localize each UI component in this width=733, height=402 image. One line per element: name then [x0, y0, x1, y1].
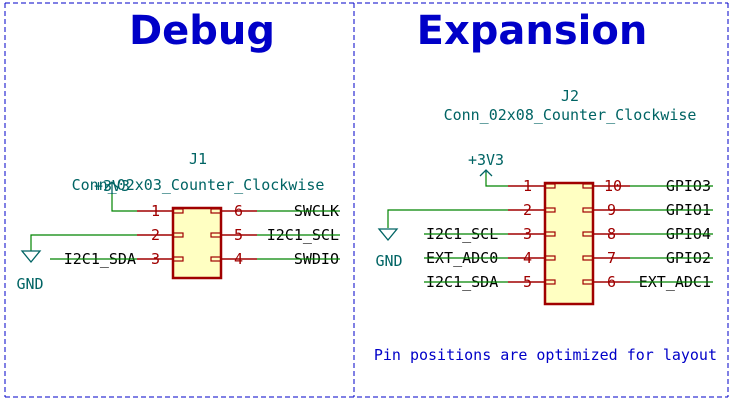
expansion-title: Expansion — [417, 8, 648, 54]
j2-pin-number: 5 — [523, 273, 532, 291]
j2-contact — [544, 279, 556, 285]
j2-contact — [582, 231, 594, 237]
j2-contact — [544, 207, 556, 213]
j1-value: Conn_02x03_Counter_Clockwise — [72, 176, 325, 194]
j1-pin-number: 5 — [234, 226, 243, 244]
j2-contact — [544, 255, 556, 261]
j2-connector[interactable]: J2 Conn_02x08_Counter_Clockwise 1 2 3 4 … — [375, 87, 713, 306]
j2-gnd-label: GND — [375, 252, 402, 270]
j1-contact — [210, 208, 222, 214]
j2-contact — [582, 279, 594, 285]
j1-gnd-label: GND — [16, 275, 43, 293]
j1-power-symbol — [105, 181, 119, 194]
j1-pin1-wire — [111, 193, 137, 212]
j1-connector[interactable]: J1 Conn_02x03_Counter_Clockwise 1 2 3 6 … — [16, 150, 340, 293]
j1-contact — [210, 256, 222, 262]
j1-ground-symbol — [20, 250, 42, 264]
j1-pin-number: 4 — [234, 250, 243, 268]
j2-pin1-wire — [485, 172, 508, 187]
debug-title: Debug — [129, 8, 275, 54]
j2-body — [543, 181, 595, 306]
j2-pin-number: 6 — [607, 273, 616, 291]
j2-power-symbol — [479, 169, 493, 177]
j2-pin-number: 1 — [523, 177, 532, 195]
j2-contact — [544, 183, 556, 189]
j1-body — [171, 206, 223, 280]
j2-contact — [582, 183, 594, 189]
j1-contact — [172, 232, 184, 238]
j2-value: Conn_02x08_Counter_Clockwise — [444, 106, 697, 124]
j2-pin-number: 2 — [523, 201, 532, 219]
j1-pin-number: 3 — [151, 250, 160, 268]
j2-pin-number: 7 — [607, 249, 616, 267]
j2-power-label: +3V3 — [468, 151, 504, 169]
j2-pin2-wire — [387, 209, 508, 228]
j2-pin-number: 8 — [607, 225, 616, 243]
j1-pin-number: 1 — [151, 202, 160, 220]
j2-pin-number: 3 — [523, 225, 532, 243]
j1-pin-number: 6 — [234, 202, 243, 220]
j2-pin-number: 9 — [607, 201, 616, 219]
j2-pin-number: 4 — [523, 249, 532, 267]
j1-power-label: +3V3 — [94, 177, 130, 195]
j2-contact — [582, 207, 594, 213]
j2-contact — [544, 231, 556, 237]
j1-pin-number: 2 — [151, 226, 160, 244]
j1-contact — [172, 208, 184, 214]
j2-refdes: J2 — [561, 87, 579, 105]
j1-contact — [172, 256, 184, 262]
j2-ground-symbol — [377, 228, 399, 242]
j1-refdes: J1 — [189, 150, 207, 168]
j2-pin-number: 10 — [604, 177, 622, 195]
layout-note: Pin positions are optimized for layout — [374, 346, 717, 364]
j2-contact — [582, 255, 594, 261]
j1-pin2-wire — [30, 234, 137, 251]
j1-contact — [210, 232, 222, 238]
